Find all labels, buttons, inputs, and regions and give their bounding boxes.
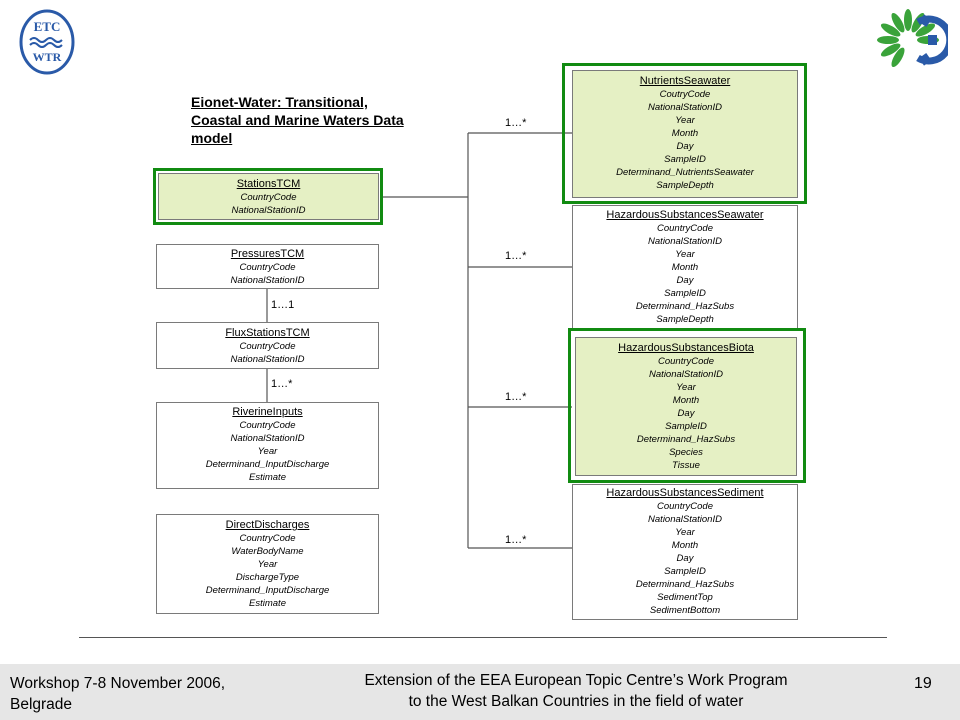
entity-name: NutrientsSeawater bbox=[639, 75, 731, 87]
entity-field: SampleID bbox=[664, 288, 706, 299]
entity-field: Estimate bbox=[249, 472, 286, 483]
entity-fluxstations-tcm: FluxStationsTCM CountryCode NationalStat… bbox=[156, 322, 379, 369]
entity-field: SampleDepth bbox=[656, 314, 714, 325]
entity-stations-tcm: StationsTCM CountryCode NationalStationI… bbox=[158, 173, 379, 220]
entity-name: PressuresTCM bbox=[230, 248, 305, 260]
entity-field: Year bbox=[676, 382, 696, 393]
footer-program-line2: to the West Balkan Countries in the fiel… bbox=[408, 693, 744, 710]
entity-direct-discharges: DirectDischarges CountryCode WaterBodyNa… bbox=[156, 514, 379, 614]
entity-field: Year bbox=[675, 527, 695, 538]
footer-event-line1: Workshop 7-8 November 2006, bbox=[10, 675, 226, 692]
entity-hazsubs-biota: HazardousSubstancesBiota CountryCode Nat… bbox=[575, 337, 797, 476]
entity-riverine-inputs: RiverineInputs CountryCode NationalStati… bbox=[156, 402, 379, 489]
entity-field: NationalStationID bbox=[231, 205, 306, 216]
entity-field: SampleID bbox=[664, 154, 706, 165]
entity-field: CountryCode bbox=[239, 533, 296, 544]
entity-field: Determinand_NutrientsSeawater bbox=[616, 167, 754, 178]
entity-field: NationalStationID bbox=[230, 275, 305, 286]
eea-flower-gear-logo-icon bbox=[877, 9, 948, 68]
entity-field: NationalStationID bbox=[230, 433, 305, 444]
entity-nutrients-seawater: NutrientsSeawater CoutryCode NationalSta… bbox=[572, 70, 798, 198]
entity-field: CountryCode bbox=[240, 192, 297, 203]
page-number: 19 bbox=[914, 675, 932, 692]
entity-field: CountryCode bbox=[657, 501, 713, 512]
entity-field: DischargeType bbox=[235, 572, 300, 583]
entity-field: Determinand_HazSubs bbox=[635, 579, 735, 590]
entity-name: StationsTCM bbox=[236, 178, 301, 190]
footer-bar bbox=[0, 664, 960, 720]
entity-field: Estimate bbox=[249, 598, 286, 609]
entity-field: SampleID bbox=[665, 421, 707, 432]
wtr-text: WTR bbox=[33, 50, 62, 64]
highlight-biota bbox=[568, 328, 806, 483]
entity-name: FluxStationsTCM bbox=[225, 327, 310, 339]
entity-hazsubs-sediment: HazardousSubstancesSediment CountryCode … bbox=[572, 484, 798, 620]
footer-divider bbox=[79, 637, 887, 638]
entity-field: Determinand_InputDischarge bbox=[205, 585, 330, 596]
entity-field: NationalStationID bbox=[648, 102, 722, 113]
diagram-title: Eionet-Water: Transitional, Coastal and … bbox=[191, 94, 404, 146]
footer-event: Workshop 7-8 November 2006, Belgrade bbox=[10, 673, 225, 715]
entity-name: RiverineInputs bbox=[232, 406, 303, 418]
entity-field: CountryCode bbox=[657, 223, 713, 234]
entity-name: HazardousSubstancesSediment bbox=[606, 487, 764, 499]
card-flux-riverine: 1…* bbox=[271, 378, 293, 390]
entity-field: Determinand_HazSubs bbox=[635, 301, 735, 312]
entity-field: SedimentTop bbox=[657, 592, 713, 603]
entity-hazsubs-seawater: HazardousSubstancesSeawater CountryCode … bbox=[572, 205, 798, 329]
highlight-nutrients bbox=[562, 63, 807, 204]
entity-field: Determinand_HazSubs bbox=[636, 434, 736, 445]
entity-field: SampleID bbox=[664, 566, 706, 577]
footer-program: Extension of the EEA European Topic Cent… bbox=[300, 670, 852, 712]
entity-field: Month bbox=[671, 128, 699, 139]
etc-wtr-logo-icon: ETC WTR bbox=[19, 9, 75, 75]
entity-field: Month bbox=[671, 540, 699, 551]
entity-field: NationalStationID bbox=[648, 236, 722, 247]
entity-field: Day bbox=[676, 553, 694, 564]
entity-field: WaterBodyName bbox=[231, 546, 304, 557]
footer-event-line2: Belgrade bbox=[10, 696, 73, 713]
entity-field: CoutryCode bbox=[659, 89, 711, 100]
entity-field: Species bbox=[669, 447, 703, 458]
entity-pressures-tcm: PressuresTCM CountryCode NationalStation… bbox=[156, 244, 379, 289]
card-pressures-flux: 1…1 bbox=[271, 299, 295, 311]
entity-field: NationalStationID bbox=[649, 369, 723, 380]
entity-name: HazardousSubstancesSeawater bbox=[606, 209, 764, 221]
entity-field: Year bbox=[257, 559, 278, 570]
entity-field: Year bbox=[675, 249, 695, 260]
entity-field: NationalStationID bbox=[648, 514, 722, 525]
entity-name: HazardousSubstancesBiota bbox=[618, 342, 754, 354]
card-hazsea: 1…* bbox=[505, 250, 527, 262]
entity-field: SampleDepth bbox=[656, 180, 714, 191]
entity-name: DirectDischarges bbox=[225, 519, 310, 531]
entity-field: Day bbox=[676, 275, 694, 286]
entity-field: CountryCode bbox=[239, 420, 296, 431]
entity-field: Day bbox=[676, 141, 694, 152]
card-hazbiota: 1…* bbox=[505, 391, 527, 403]
card-nutrients: 1…* bbox=[505, 117, 527, 129]
card-hazsed: 1…* bbox=[505, 534, 527, 546]
entity-field: NationalStationID bbox=[230, 354, 305, 365]
entity-field: CountryCode bbox=[658, 356, 714, 367]
entity-field: Determinand_InputDischarge bbox=[205, 459, 330, 470]
entity-field: Year bbox=[257, 446, 278, 457]
entity-field: Year bbox=[675, 115, 695, 126]
highlight-stations bbox=[153, 168, 383, 225]
entity-field: CountryCode bbox=[239, 262, 296, 273]
entity-field: Month bbox=[672, 395, 700, 406]
entity-field: Tissue bbox=[672, 460, 700, 471]
entity-field: Month bbox=[671, 262, 699, 273]
entity-field: SedimentBottom bbox=[649, 605, 721, 616]
etc-text: ETC bbox=[34, 19, 61, 34]
entity-field: Day bbox=[677, 408, 695, 419]
entity-field: CountryCode bbox=[239, 341, 296, 352]
footer-program-line1: Extension of the EEA European Topic Cent… bbox=[364, 672, 788, 689]
